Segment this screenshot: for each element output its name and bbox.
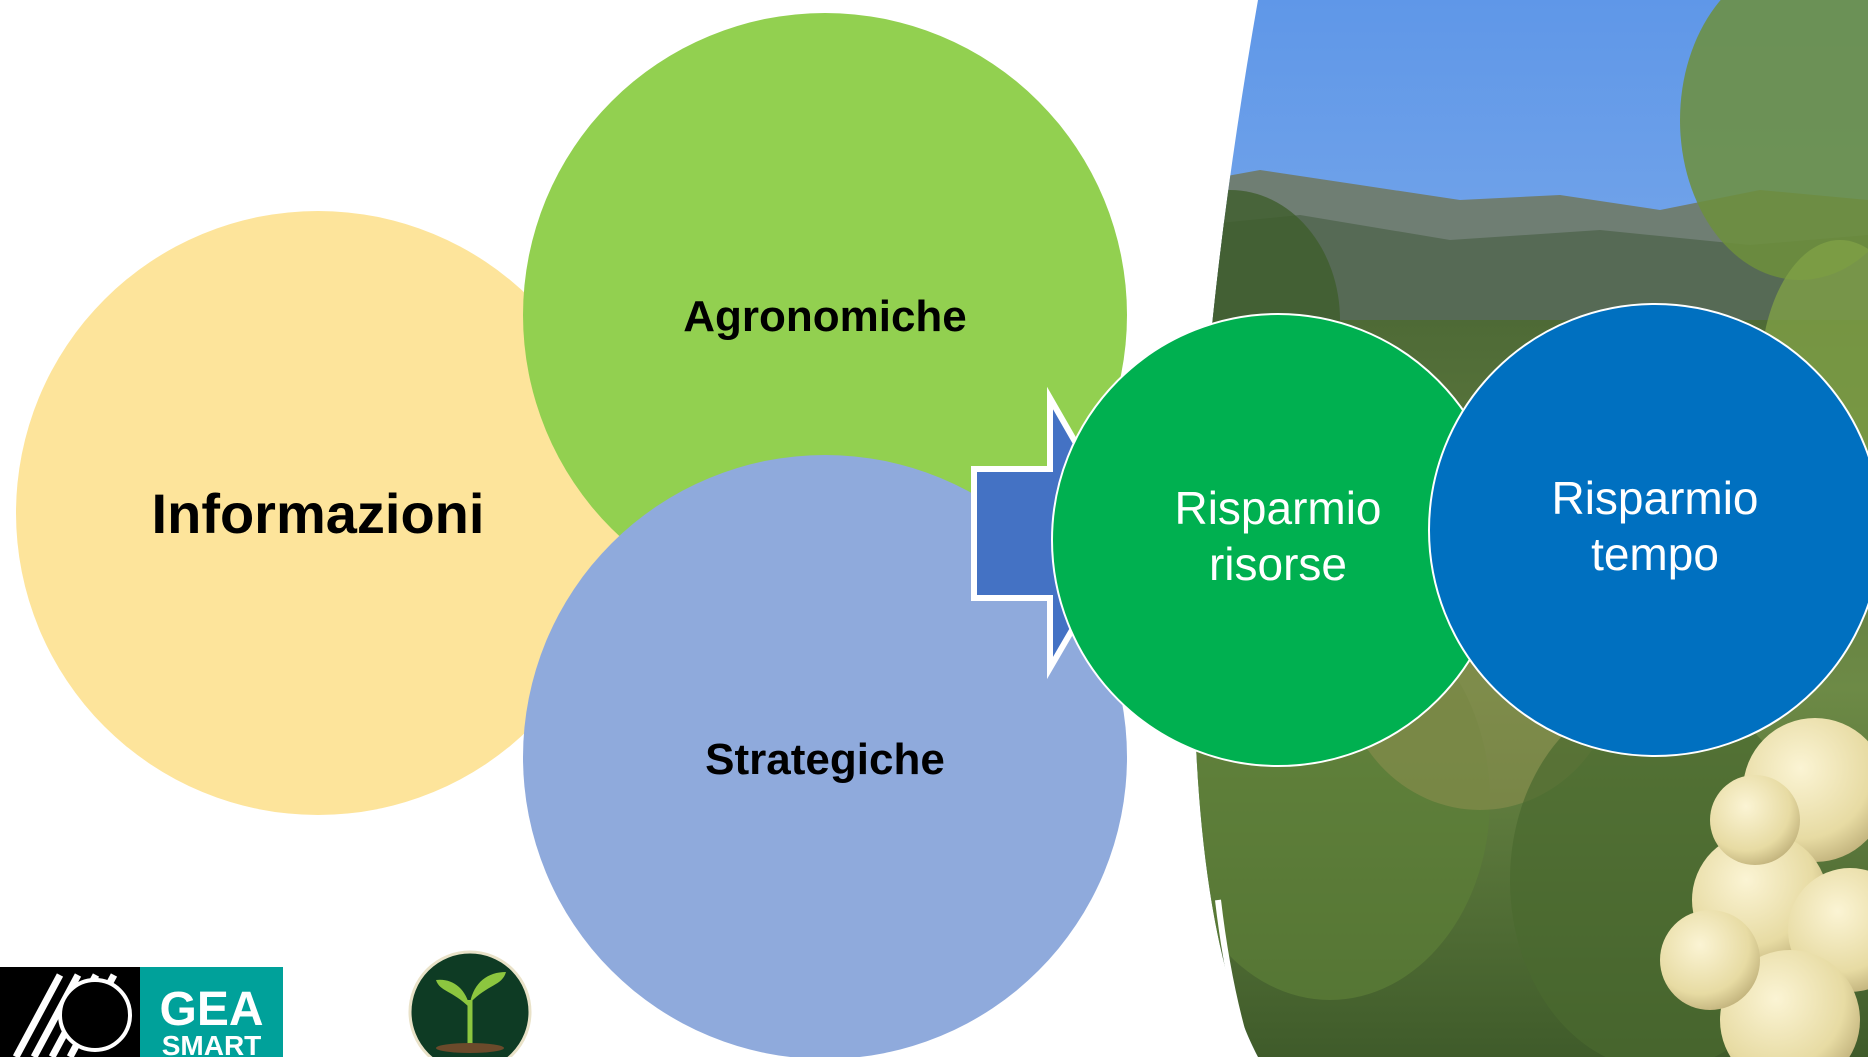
risparmio-tempo-line1: Risparmio — [1551, 472, 1759, 524]
risparmio-risorse-line2: risorse — [1208, 538, 1348, 591]
gea-smart-logo — [0, 967, 283, 1057]
risparmio-tempo-circle — [1428, 303, 1868, 757]
sprout-icon — [408, 950, 532, 1057]
smart-text: SMART — [161, 1029, 262, 1057]
risparmio-tempo-label: Risparmio tempo — [1485, 470, 1825, 582]
gea-smart-text: GEA SMART — [140, 987, 283, 1057]
risparmio-tempo-line2: tempo — [1591, 528, 1719, 581]
risparmio-risorse-line1: Risparmio — [1174, 482, 1382, 534]
informazioni-circle — [16, 211, 620, 815]
photo-edge-line — [1215, 899, 1253, 1057]
gea-text: GEA — [159, 987, 264, 1036]
strategiche-label: Strategiche — [705, 735, 945, 784]
strategiche-circle — [523, 455, 1127, 1057]
agronomiche-label: Agronomiche — [683, 292, 967, 341]
risparmio-risorse-label: Risparmio risorse — [1108, 480, 1448, 592]
informazioni-label: Informazioni — [151, 482, 485, 545]
